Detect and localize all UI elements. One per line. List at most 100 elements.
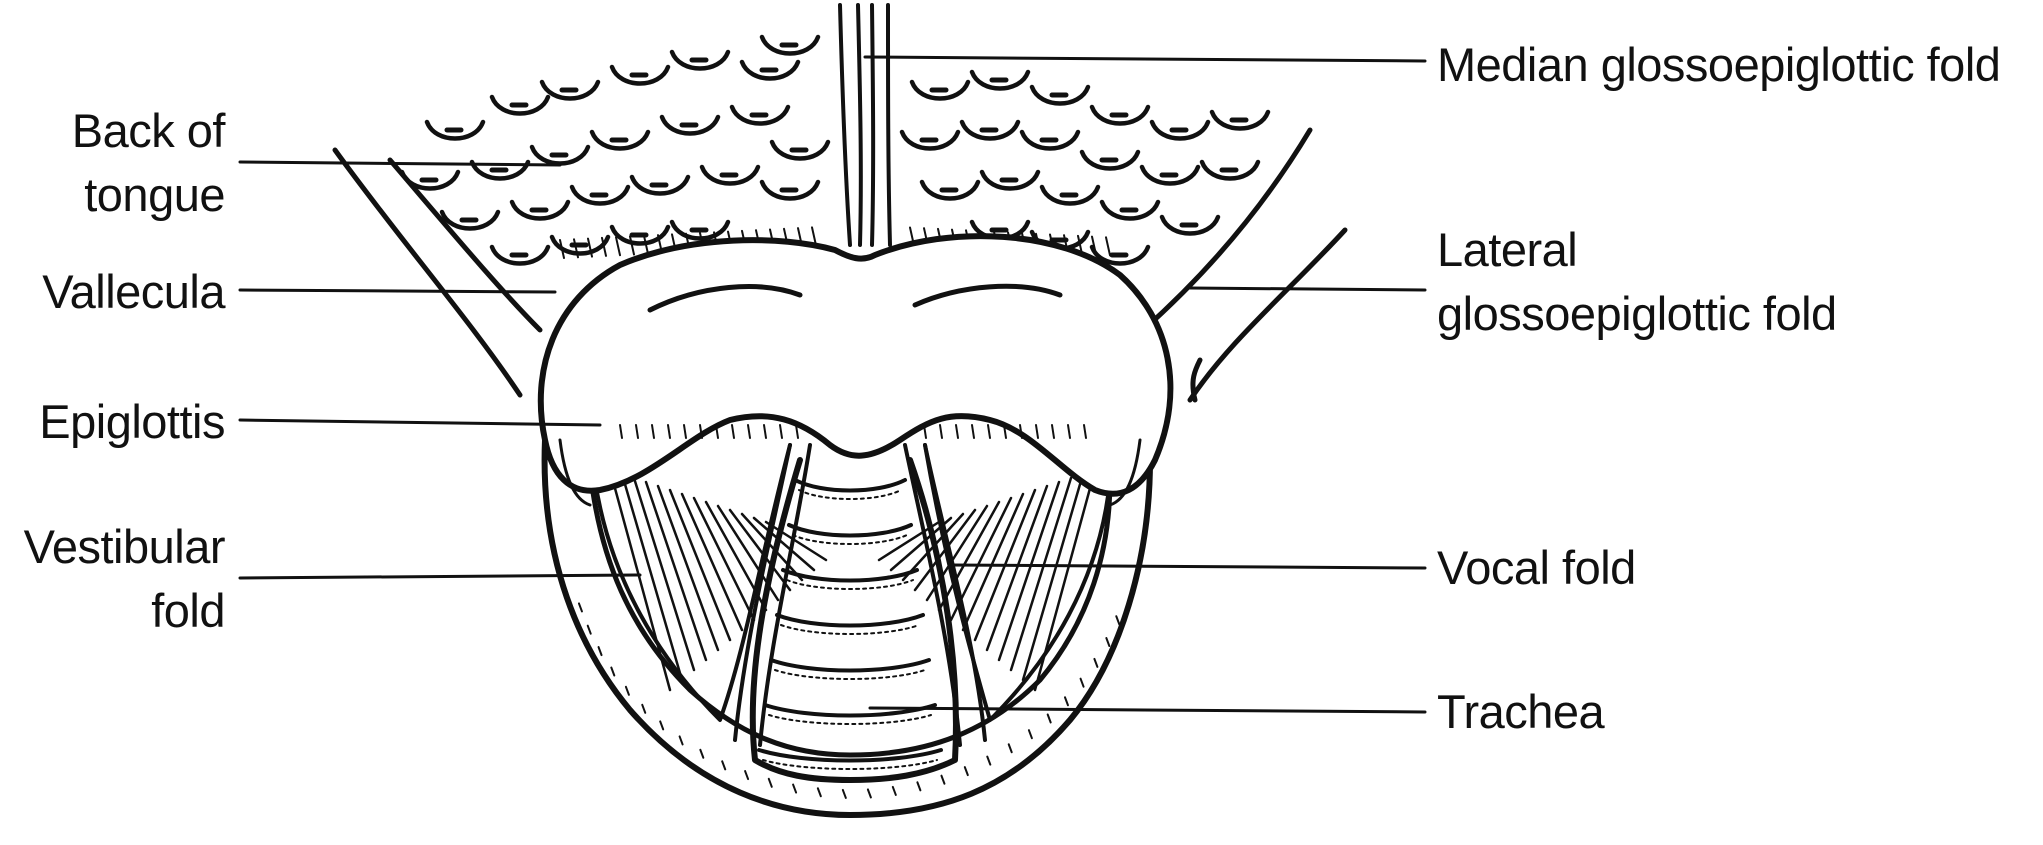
vestibular-hatch-right: [889, 516, 953, 572]
tongue-hatch-stroke: [601, 236, 607, 257]
tongue-hatch-stroke: [643, 234, 649, 255]
papilla-arc: [729, 104, 791, 126]
rim-stipple-tick: [577, 602, 583, 613]
papilla-arc: [669, 219, 731, 241]
rim-stipple-tick: [1105, 637, 1111, 648]
papilla-arc: [909, 79, 971, 101]
rim-stipple-tick: [792, 783, 798, 794]
label-median-glossoepiglottic-fold-text: Median glossoepiglottic fold: [1437, 38, 2001, 91]
epiglottis-hatch-stroke: [667, 424, 671, 439]
label-vocal-fold-text: Vocal fold: [1437, 541, 1636, 594]
vestibular-hatch-right: [937, 500, 1001, 612]
vestibular-hatch-left: [728, 508, 792, 592]
tracheal-ring: [781, 568, 919, 583]
epiglottis-hatch-stroke: [1035, 424, 1039, 439]
epiglottis-drawing: [537, 233, 1174, 507]
epiglottis-hatch-stroke: [1051, 424, 1055, 439]
papilla-arc: [739, 59, 801, 81]
epiglottis-hatch-stroke: [747, 424, 751, 439]
label-back-of-tongue-line1: Back of: [71, 104, 226, 157]
label-vocal-fold: Vocal fold: [1437, 536, 1636, 600]
vestibular-hatch-right: [925, 504, 989, 602]
leader-vestibular-fold: [238, 573, 642, 580]
epiglottis-hatch-stroke: [619, 424, 623, 439]
epiglottis-hatch-stroke: [699, 424, 703, 439]
rim-stipple-tick: [641, 703, 647, 714]
tracheal-ring: [763, 703, 937, 718]
vestibular-hatch-right: [1033, 468, 1097, 692]
rim-stipple-tick: [866, 788, 872, 799]
papilla-arc: [489, 94, 551, 116]
label-vallecula: Vallecula: [10, 260, 225, 324]
epiglottis-hatch-stroke: [1083, 424, 1087, 439]
vestibular-hatch-left: [764, 520, 828, 562]
papilla-arc: [609, 224, 671, 246]
tracheal-ring-dotted: [774, 669, 926, 680]
tongue-hatch-stroke: [587, 237, 593, 258]
papilla-arc: [1099, 199, 1161, 221]
label-epiglottis: Epiglottis: [10, 390, 225, 454]
rim-stipple-tick: [721, 760, 727, 771]
papilla-arc: [399, 169, 461, 191]
tongue-hatch-stroke: [573, 238, 579, 259]
tracheal-ring-dotted: [798, 489, 902, 500]
laryngeal-rim-drawing: [541, 437, 1153, 818]
papilla-arc: [769, 139, 831, 161]
leader-vocal-fold: [948, 563, 1427, 570]
label-back-of-tongue-line2: tongue: [84, 168, 225, 221]
rim-stipple-tick: [1007, 743, 1013, 754]
epiglottis-hatch-stroke: [939, 424, 943, 439]
rim-stipple-tick: [963, 766, 969, 777]
rim-stipple-tick: [1079, 677, 1085, 688]
label-back-of-tongue: Back of tongue: [20, 99, 226, 227]
papilla-arc: [1089, 104, 1151, 126]
tongue-hatch-stroke: [811, 226, 817, 247]
rim-stipple-tick: [841, 788, 847, 799]
papilla-arc: [1029, 84, 1091, 106]
leader-epiglottis: [238, 418, 602, 427]
leader-median-fold: [863, 55, 1427, 63]
epiglottis-hatch-stroke: [987, 424, 991, 439]
epiglottis-hatch-stroke: [763, 424, 767, 439]
label-epiglottis-text: Epiglottis: [39, 395, 225, 448]
rim-stipple-tick: [1027, 729, 1033, 740]
papilla-arc: [1209, 109, 1271, 131]
papilla-arc: [439, 209, 501, 231]
vestibular-hatch-right: [1009, 476, 1073, 672]
papilla-arc: [1159, 214, 1221, 236]
papilla-arc: [979, 169, 1041, 191]
tracheal-ring: [769, 658, 931, 673]
papilla-arc: [539, 79, 601, 101]
vestibular-hatch-right: [997, 480, 1061, 662]
label-vallecula-text: Vallecula: [42, 265, 225, 318]
vestibular-hatch-right: [1021, 472, 1085, 682]
papilla-arc: [1019, 129, 1081, 151]
leader-trachea: [868, 706, 1427, 714]
vestibular-hatch-left: [752, 516, 816, 572]
rim-stipple-tick: [916, 781, 922, 792]
rim-stipple-tick: [597, 646, 603, 657]
papilla-arc: [959, 119, 1021, 141]
tracheal-ring-dotted: [792, 534, 908, 545]
rim-stipple-tick: [659, 720, 665, 731]
rim-stipple-tick: [767, 777, 773, 788]
vestibular-hatch-left: [656, 484, 720, 652]
papilla-arc: [424, 119, 486, 141]
epiglottis-hatch-stroke: [731, 424, 735, 439]
epiglottis-hatch-stroke: [923, 424, 927, 439]
tracheal-ring: [787, 523, 913, 538]
label-lateral-glossoepiglottic-fold-line1: Lateral: [1437, 223, 1578, 276]
papilla-arc: [1079, 149, 1141, 171]
tongue-hatch-stroke: [615, 236, 621, 257]
tracheal-ring-dotted: [780, 624, 920, 635]
papilla-arc: [1039, 184, 1101, 206]
papilla-arc: [899, 129, 961, 151]
epiglottis-hatch-stroke: [715, 424, 719, 439]
epiglottis-hatch-stroke: [683, 424, 687, 439]
leader-back-of-tongue: [238, 160, 562, 167]
tongue-hatch-stroke: [629, 235, 635, 256]
papilla-arc: [669, 49, 731, 71]
epiglottis-hatch-stroke: [1067, 424, 1071, 439]
papilla-arc: [629, 174, 691, 196]
